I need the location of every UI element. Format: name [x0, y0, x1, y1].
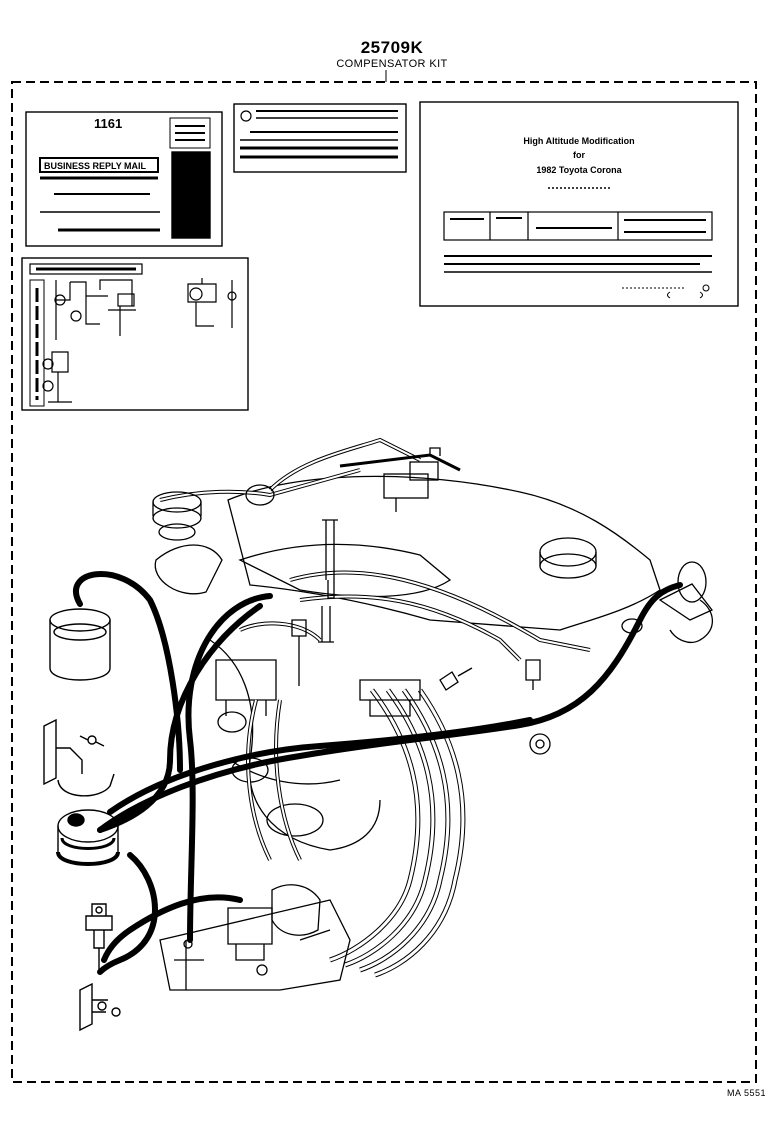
modification-title-1: High Altitude Modification [523, 136, 634, 146]
label-card: 1161 BUSINESS REPLY MAIL [25, 111, 223, 247]
loose-parts [43, 608, 121, 1032]
drawing-reference: MA 5551 [726, 1088, 766, 1098]
modification-title-3: 1982 Toyota Corona [536, 165, 622, 175]
modification-title-2: for [573, 150, 585, 160]
label-card-code: 1161 [94, 116, 122, 131]
reply-mail-text: BUSINESS REPLY MAIL [44, 161, 147, 171]
kit-boundary-frame [11, 81, 757, 1083]
vacuum-hoses [73, 571, 683, 975]
part-number: 25709K [360, 38, 424, 57]
modification-card: High Altitude Modification for 1982 Toyo… [419, 101, 739, 307]
engine-assembly [152, 437, 714, 991]
vacuum-routing-label [21, 257, 249, 411]
part-name: COMPENSATOR KIT [336, 58, 448, 70]
emission-label [233, 103, 407, 173]
